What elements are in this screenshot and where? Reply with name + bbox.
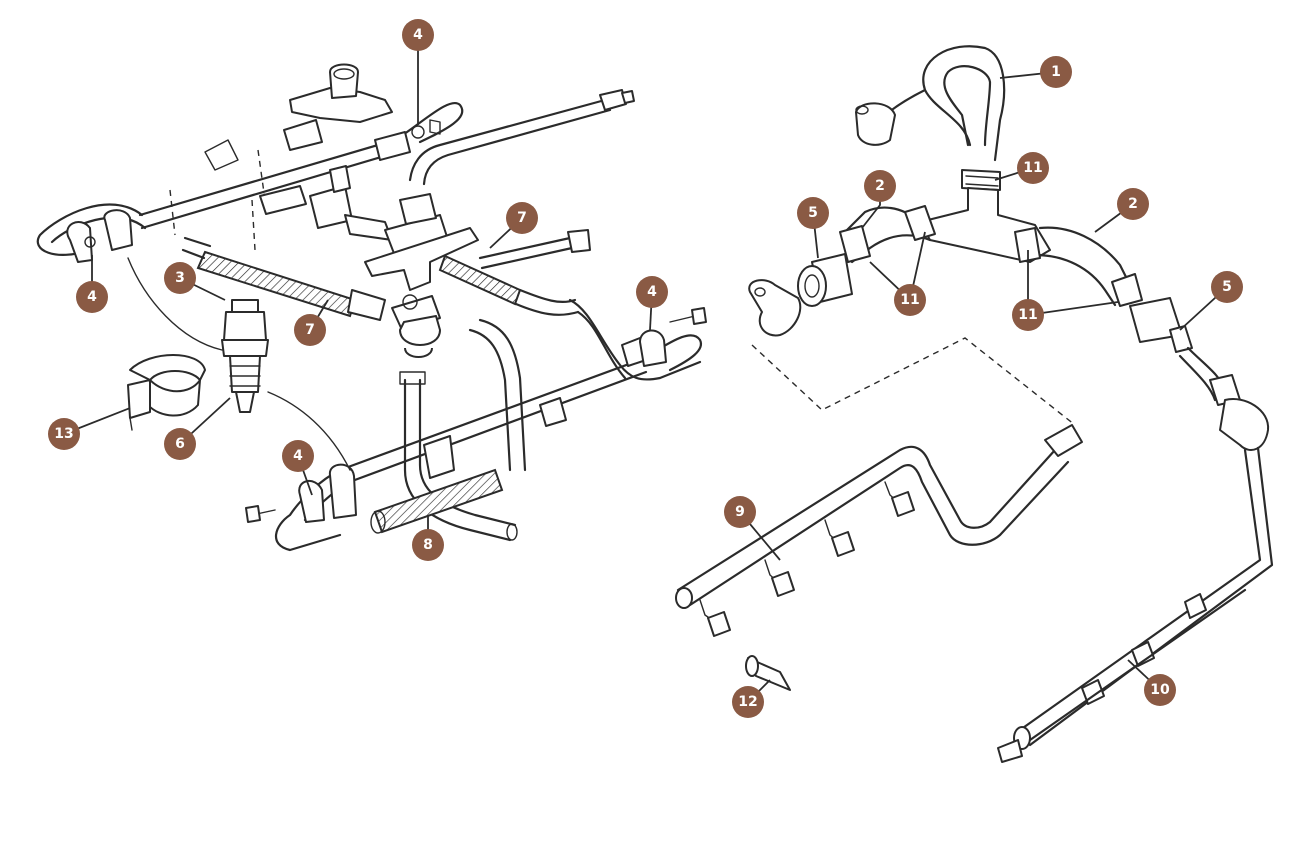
svg-text:4: 4	[413, 27, 423, 43]
callout-12: 12	[732, 686, 764, 718]
callout-4-top: 4	[402, 19, 434, 51]
svg-text:4: 4	[293, 448, 303, 464]
svg-text:7: 7	[305, 322, 315, 338]
callout-11-right: 11	[1012, 299, 1044, 331]
callout-5-left: 5	[797, 197, 829, 229]
svg-text:4: 4	[87, 289, 97, 305]
callout-4-left: 4	[76, 281, 108, 313]
svg-text:1: 1	[1051, 64, 1061, 80]
svg-text:4: 4	[647, 284, 657, 300]
callout-1: 1	[1040, 56, 1072, 88]
callout-9: 9	[724, 496, 756, 528]
svg-text:12: 12	[738, 694, 757, 710]
callout-5-right: 5	[1211, 271, 1243, 303]
svg-text:5: 5	[1222, 279, 1232, 295]
fuel-injector	[221, 299, 269, 413]
callout-3: 3	[164, 262, 196, 294]
svg-text:11: 11	[1023, 160, 1042, 176]
svg-text:5: 5	[808, 205, 818, 221]
svg-text:2: 2	[875, 178, 885, 194]
svg-text:7: 7	[517, 210, 527, 226]
callout-7-left: 7	[294, 314, 326, 346]
callout-10: 10	[1144, 674, 1176, 706]
svg-text:6: 6	[175, 436, 185, 452]
callout-11-top: 11	[1017, 152, 1049, 184]
callout-13: 13	[48, 418, 80, 450]
callout-11-left: 11	[894, 284, 926, 316]
svg-text:10: 10	[1150, 682, 1170, 698]
callout-4-right: 4	[636, 276, 668, 308]
svg-text:2: 2	[1128, 196, 1138, 212]
callout-4-bottom: 4	[282, 440, 314, 472]
svg-text:3: 3	[175, 270, 185, 286]
callout-7-right: 7	[506, 202, 538, 234]
injector-clamp	[127, 354, 206, 431]
right-hose-assembly	[675, 45, 1274, 763]
callout-2-left: 2	[864, 170, 896, 202]
callout-8: 8	[412, 529, 444, 561]
svg-text:9: 9	[735, 504, 745, 520]
callout-6: 6	[164, 428, 196, 460]
svg-text:11: 11	[1018, 307, 1037, 323]
svg-text:8: 8	[423, 537, 433, 553]
left-fuel-rail-assembly	[36, 63, 707, 552]
svg-text:11: 11	[900, 292, 919, 308]
svg-text:13: 13	[54, 426, 73, 442]
callout-2-right: 2	[1117, 188, 1149, 220]
